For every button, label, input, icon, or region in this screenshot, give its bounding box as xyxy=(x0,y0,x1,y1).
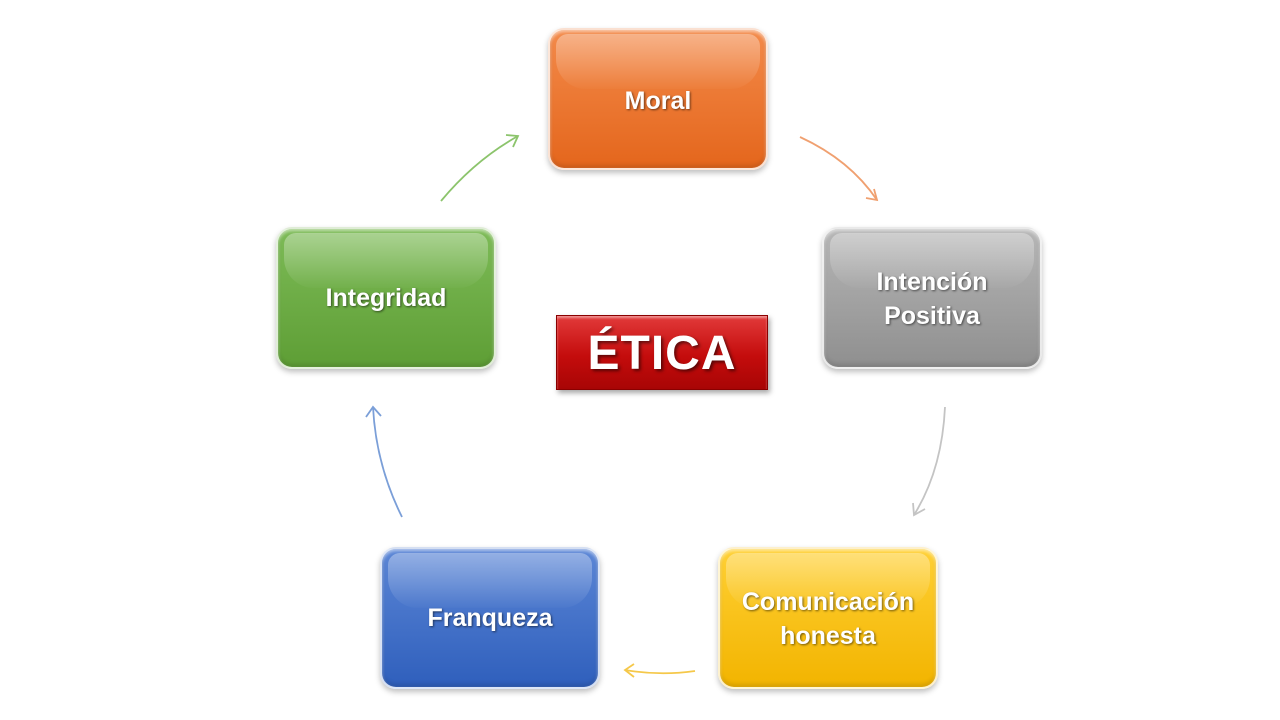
node-franqueza: Franqueza xyxy=(380,547,600,689)
arrow-integridad-to-moral xyxy=(440,135,519,202)
node-comunicacion-honesta: Comunicación honesta xyxy=(718,547,938,689)
arrowhead-franqueza-to-integridad xyxy=(365,405,382,418)
node-moral-label: Moral xyxy=(624,87,692,115)
arrowhead-integridad-to-moral xyxy=(505,134,520,148)
node-intencion-positiva-label: Intención Positiva xyxy=(876,268,988,330)
arrowhead-moral-to-intencion xyxy=(865,188,879,202)
arrow-intencion-to-comunicacion xyxy=(913,406,946,516)
arrow-moral-to-intencion xyxy=(799,136,878,201)
node-integridad-label: Integridad xyxy=(325,284,447,312)
arrowhead-intencion-to-comunicacion xyxy=(912,502,926,517)
arrow-comunicacion-to-franqueza xyxy=(624,669,696,675)
center-title-etica: ÉTICA xyxy=(556,315,768,390)
node-integridad: Integridad xyxy=(276,227,496,369)
arrow-franqueza-to-integridad xyxy=(372,406,403,518)
node-intencion-positiva: Intención Positiva xyxy=(822,227,1042,369)
arrowhead-comunicacion-to-franqueza xyxy=(623,663,635,678)
node-franqueza-label: Franqueza xyxy=(427,604,553,632)
node-comunicacion-honesta-label: Comunicación honesta xyxy=(741,588,915,650)
node-moral: Moral xyxy=(548,28,768,170)
